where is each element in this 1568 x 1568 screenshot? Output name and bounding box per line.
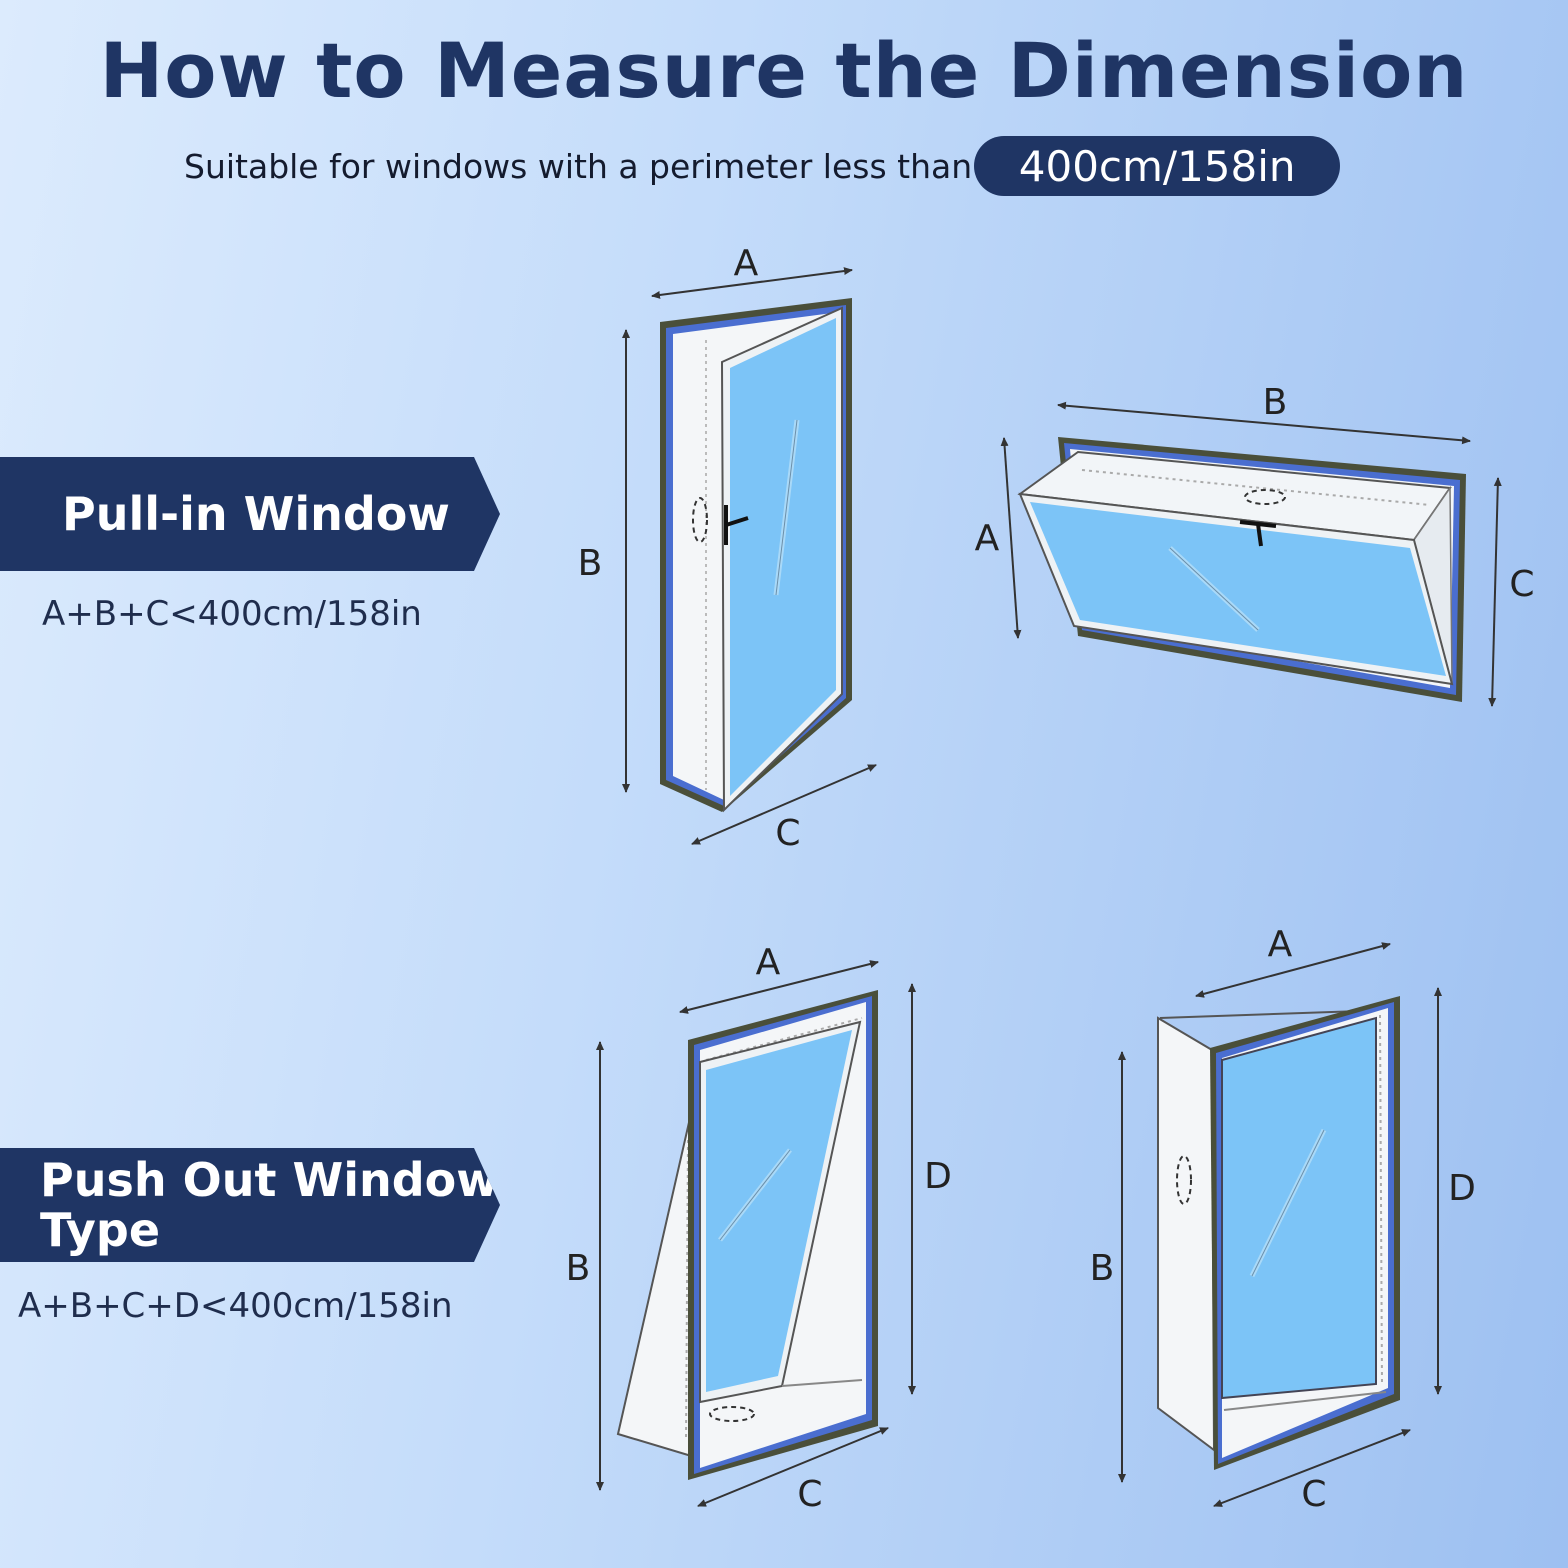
pull-in-vertical-window-diagram: A B C <box>578 243 877 854</box>
dimension-label-a: A <box>1268 924 1293 965</box>
dimension-label-d: D <box>1448 1168 1476 1209</box>
push-out-window-formula: A+B+C+D<400cm/158in <box>18 1286 453 1326</box>
subtitle-row: Suitable for windows with a perimeter le… <box>184 136 1341 196</box>
pull-in-window-label: Pull-in Window <box>62 487 450 541</box>
window-glass <box>706 1030 852 1392</box>
dimension-label-c: C <box>797 1474 822 1515</box>
push-out-window-label-line2: Type <box>40 1203 161 1257</box>
window-glass <box>1030 502 1446 676</box>
dimension-label-c: C <box>775 813 800 854</box>
pull-in-window-formula: A+B+C<400cm/158in <box>42 594 422 634</box>
push-out-side-hung-window-diagram: A B D C <box>1090 924 1476 1515</box>
subtitle: Suitable for windows with a perimeter le… <box>184 146 973 186</box>
dimension-label-a: A <box>756 942 781 983</box>
dimension-label-d: D <box>924 1156 952 1197</box>
dimension-label-c: C <box>1509 564 1534 605</box>
push-out-window-label: Push Out Window Type <box>0 1155 499 1255</box>
dimension-label-b: B <box>566 1248 591 1289</box>
dimension-label-b: B <box>1263 382 1288 423</box>
pull-in-horizontal-window-diagram: B A C <box>975 382 1535 707</box>
window-side-flap <box>1157 1016 1216 1453</box>
push-out-window-banner: Push Out Window Type <box>0 1148 500 1262</box>
dimension-label-a: A <box>975 518 1000 559</box>
window-glass <box>1221 1016 1377 1400</box>
dimension-label-b: B <box>1090 1248 1115 1289</box>
dimension-label-c: C <box>1301 1474 1326 1515</box>
push-out-top-hung-window-diagram: A B D C <box>566 942 952 1515</box>
push-out-window-label-line1: Push Out Window <box>40 1153 499 1207</box>
pull-in-window-banner: Pull-in Window <box>0 457 500 571</box>
dimension-label-a: A <box>734 243 759 284</box>
page-title: How to Measure the Dimension <box>99 26 1469 115</box>
perimeter-limit-badge: 400cm/158in <box>974 136 1341 196</box>
dimension-label-b: B <box>578 543 603 584</box>
